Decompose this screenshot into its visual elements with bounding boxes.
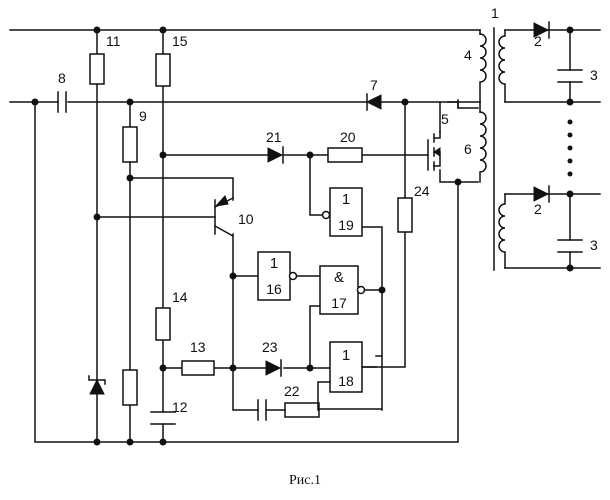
capacitor-3-top bbox=[558, 70, 582, 82]
label-20: 20 bbox=[340, 129, 356, 145]
resistor-22-series bbox=[285, 403, 319, 417]
diode-2-bottom bbox=[534, 186, 549, 202]
svg-text:1: 1 bbox=[342, 347, 350, 364]
resistor-14 bbox=[156, 308, 170, 340]
junction-dots bbox=[32, 27, 573, 445]
resistor-15 bbox=[156, 54, 170, 86]
label-13: 13 bbox=[190, 339, 206, 355]
capacitor-22 bbox=[258, 400, 285, 420]
diode-23 bbox=[266, 360, 281, 376]
label-2-top: 2 bbox=[534, 33, 542, 49]
diode-21 bbox=[268, 147, 283, 163]
diode-7 bbox=[367, 94, 381, 110]
transformer-1 bbox=[480, 28, 572, 270]
capacitor-3-bottom bbox=[558, 240, 582, 252]
label-1: 1 bbox=[491, 5, 499, 21]
label-3-bottom: 3 bbox=[590, 237, 598, 253]
label-7: 7 bbox=[370, 77, 378, 93]
label-23: 23 bbox=[262, 339, 278, 355]
resistor-11 bbox=[90, 54, 104, 84]
svg-text:16: 16 bbox=[266, 281, 282, 297]
label-5: 5 bbox=[441, 111, 449, 127]
resistor-13 bbox=[182, 361, 214, 375]
resistor-20 bbox=[328, 148, 362, 162]
resistor-9 bbox=[123, 127, 137, 162]
label-2-bottom: 2 bbox=[534, 201, 542, 217]
component-labels: 11 15 1 2 3 4 8 7 9 5 21 20 6 10 24 14 1… bbox=[58, 5, 598, 415]
label-14: 14 bbox=[172, 289, 188, 305]
label-22: 22 bbox=[284, 383, 300, 399]
label-12: 12 bbox=[172, 399, 188, 415]
svg-text:1: 1 bbox=[342, 191, 350, 208]
label-10: 10 bbox=[238, 211, 254, 227]
gate-18-input bbox=[318, 382, 330, 410]
gate-16: 1 16 bbox=[258, 252, 297, 300]
label-24: 24 bbox=[414, 183, 430, 199]
svg-text:&: & bbox=[334, 269, 344, 286]
resistor-24 bbox=[398, 198, 412, 232]
figure-caption: Рис.1 bbox=[289, 473, 321, 488]
label-6: 6 bbox=[464, 141, 472, 157]
gate-18: 1 18 bbox=[330, 342, 362, 392]
capacitor-8 bbox=[58, 92, 66, 112]
label-8: 8 bbox=[58, 70, 66, 86]
svg-text:19: 19 bbox=[338, 217, 354, 233]
label-21: 21 bbox=[266, 129, 282, 145]
resistor-lower bbox=[123, 370, 137, 405]
gate-19: 1 19 bbox=[323, 188, 363, 236]
label-15: 15 bbox=[172, 33, 188, 49]
label-3-top: 3 bbox=[590, 67, 598, 83]
label-11: 11 bbox=[106, 33, 121, 49]
svg-text:18: 18 bbox=[338, 373, 354, 389]
svg-text:17: 17 bbox=[331, 295, 347, 311]
mosfet-5 bbox=[428, 132, 440, 170]
gate-17: & 17 bbox=[320, 266, 365, 314]
label-4: 4 bbox=[464, 47, 472, 63]
svg-text:1: 1 bbox=[270, 255, 278, 272]
transistor-10 bbox=[215, 196, 233, 236]
label-9: 9 bbox=[139, 108, 147, 124]
